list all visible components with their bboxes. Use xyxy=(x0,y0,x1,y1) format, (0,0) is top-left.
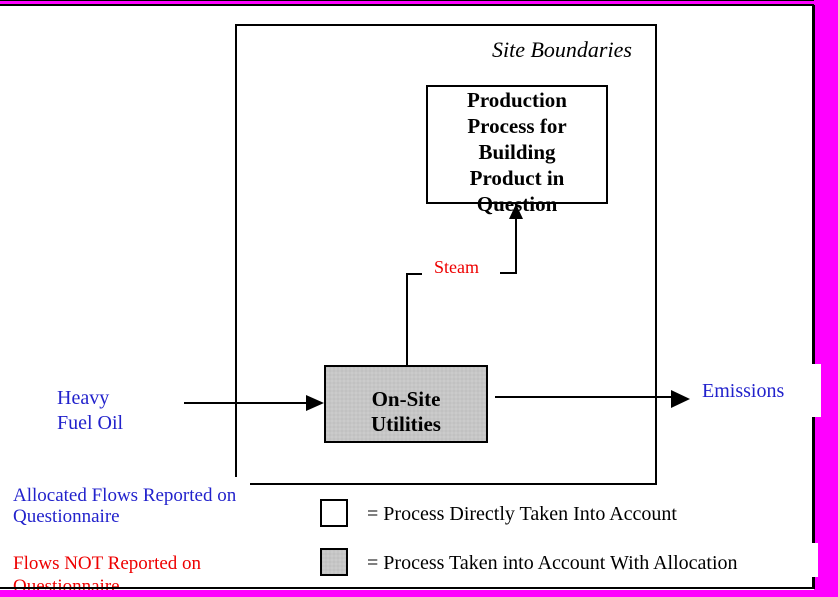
emissions-label: Emissions xyxy=(702,380,785,402)
legend-border-notch xyxy=(810,543,818,577)
steam-line-vertical-lower xyxy=(406,274,408,365)
legend-white-swatch xyxy=(320,499,348,527)
site-boundary-left-edge xyxy=(235,24,237,477)
frame-right-edge-line xyxy=(812,5,815,589)
frame-bottom-border xyxy=(0,590,838,597)
legend-direct-label: = Process Directly Taken Into Account xyxy=(367,503,677,525)
onsite-utilities-label: On-Site Utilities xyxy=(371,387,441,436)
emissions-border-notch xyxy=(809,364,821,417)
emissions-arrow-line xyxy=(495,396,671,398)
frame-bottom-edge-line xyxy=(0,587,814,589)
legend-allocation-label: = Process Taken into Account With Alloca… xyxy=(367,552,738,574)
steam-label: Steam xyxy=(434,257,479,277)
steam-line-horizontal-right xyxy=(500,272,517,274)
steam-arrowhead-icon xyxy=(509,204,523,219)
fuel-oil-arrowhead-icon xyxy=(306,395,324,411)
allocated-flows-label: Allocated Flows Reported on Questionnair… xyxy=(13,485,237,527)
production-process-label: Production Process for Building Product … xyxy=(467,88,567,216)
production-process-box xyxy=(426,85,608,204)
site-boundary-right-edge xyxy=(655,24,657,485)
heavy-fuel-oil-label: Heavy Fuel Oil xyxy=(57,387,124,434)
legend-gray-swatch xyxy=(320,548,348,576)
emissions-arrowhead-icon xyxy=(671,390,690,408)
steam-line-horizontal-left xyxy=(406,273,422,275)
site-boundary-bottom-edge xyxy=(250,483,657,485)
site-boundary-top-edge xyxy=(235,24,657,26)
onsite-utilities-box xyxy=(324,365,488,443)
site-boundaries-label: Site Boundaries xyxy=(492,37,632,62)
frame-right-border xyxy=(814,0,838,597)
frame-top-border xyxy=(0,0,838,6)
steam-line-vertical-upper xyxy=(515,217,517,273)
fuel-oil-arrow-line xyxy=(184,402,308,404)
